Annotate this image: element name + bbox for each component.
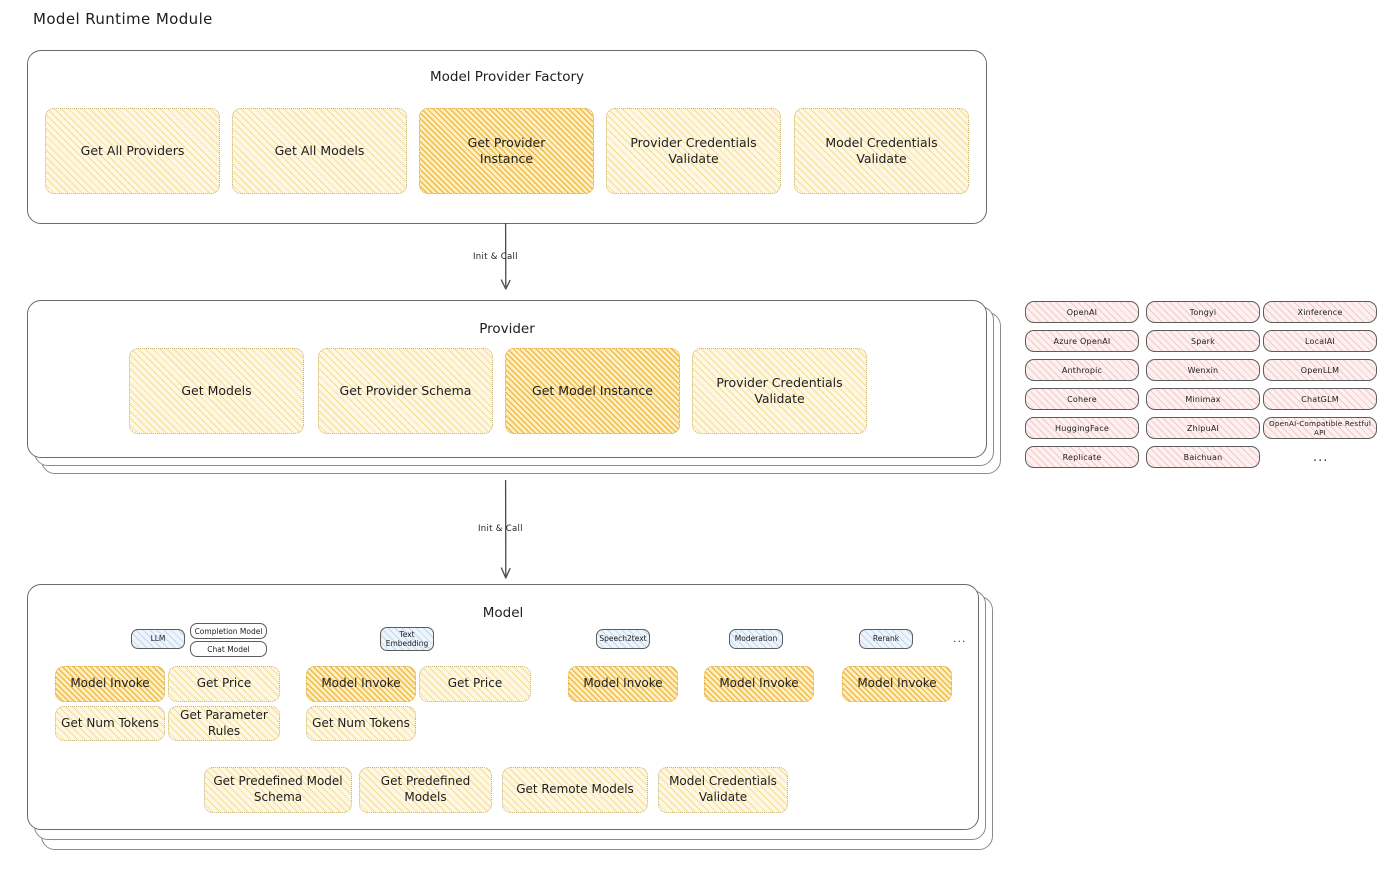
moderation-method-model-invoke[interactable]: Model Invoke (704, 666, 814, 702)
provider-pill-huggingface[interactable]: HuggingFace (1025, 417, 1139, 439)
model-subtype-pill-completion-model[interactable]: Completion Model (190, 623, 267, 639)
model-type-pill-text-embedding[interactable]: Text Embedding (380, 627, 434, 651)
provider-pill-cohere[interactable]: Cohere (1025, 388, 1139, 410)
text-embedding-method-model-invoke[interactable]: Model Invoke (306, 666, 416, 702)
model-title: Model (482, 605, 524, 621)
text-embedding-method-get-num-tokens[interactable]: Get Num Tokens (306, 706, 416, 741)
provider-box-get-provider-schema[interactable]: Get Provider Schema (318, 348, 493, 434)
factory-box-provider-credentials-validate[interactable]: Provider Credentials Validate (606, 108, 781, 194)
model-common-get-predefined-model-schema[interactable]: Get Predefined Model Schema (204, 767, 352, 813)
provider-list-more-ellipsis: ... (1313, 450, 1329, 465)
provider-pill-openllm[interactable]: OpenLLM (1263, 359, 1377, 381)
provider-pill-minimax[interactable]: Minimax (1146, 388, 1260, 410)
rerank-method-model-invoke[interactable]: Model Invoke (842, 666, 952, 702)
model-subtype-pill-chat-model[interactable]: Chat Model (190, 641, 267, 657)
factory-box-get-all-models[interactable]: Get All Models (232, 108, 407, 194)
provider-pill-xinference[interactable]: Xinference (1263, 301, 1377, 323)
llm-method-get-num-tokens[interactable]: Get Num Tokens (55, 706, 165, 741)
model-provider-factory-panel: Model Provider Factory Get All Providers… (27, 50, 987, 224)
model-type-pill-rerank[interactable]: Rerank (859, 629, 913, 649)
provider-pill-chatglm[interactable]: ChatGLM (1263, 388, 1377, 410)
provider-pill-zhipuai[interactable]: ZhipuAI (1146, 417, 1260, 439)
text-embedding-method-get-price[interactable]: Get Price (419, 666, 531, 702)
provider-pill-tongyi[interactable]: Tongyi (1146, 301, 1260, 323)
provider-pill-openai[interactable]: OpenAI (1025, 301, 1139, 323)
model-type-pill-moderation[interactable]: Moderation (729, 629, 783, 649)
provider-box-provider-credentials-validate[interactable]: Provider Credentials Validate (692, 348, 867, 434)
arrow-provider-to-model-label: Init & Call (478, 524, 523, 534)
provider-pill-baichuan[interactable]: Baichuan (1146, 446, 1260, 468)
factory-box-get-provider-instance[interactable]: Get Provider Instance (419, 108, 594, 194)
provider-pill-localai[interactable]: LocalAI (1263, 330, 1377, 352)
model-provider-factory-title: Model Provider Factory (429, 69, 584, 85)
model-panel: Model LLM Completion Model Chat Model Mo… (27, 584, 979, 830)
model-common-get-predefined-models[interactable]: Get Predefined Models (359, 767, 492, 813)
provider-box-get-models[interactable]: Get Models (129, 348, 304, 434)
llm-method-get-price[interactable]: Get Price (168, 666, 280, 702)
provider-title: Provider (479, 321, 535, 337)
provider-pill-azure-openai[interactable]: Azure OpenAI (1025, 330, 1139, 352)
llm-method-model-invoke[interactable]: Model Invoke (55, 666, 165, 702)
provider-pill-anthropic[interactable]: Anthropic (1025, 359, 1139, 381)
provider-pill-openai-compatible-restful-api[interactable]: OpenAI-Compatible Restful API (1263, 417, 1377, 439)
arrow-factory-to-provider-label: Init & Call (473, 252, 518, 262)
speech2text-method-model-invoke[interactable]: Model Invoke (568, 666, 678, 702)
model-common-model-credentials-validate[interactable]: Model Credentials Validate (658, 767, 788, 813)
factory-box-get-all-providers[interactable]: Get All Providers (45, 108, 220, 194)
factory-box-model-credentials-validate[interactable]: Model Credentials Validate (794, 108, 969, 194)
provider-panel: Provider Get Models Get Provider Schema … (27, 300, 987, 458)
model-type-pill-speech2text[interactable]: Speech2text (596, 629, 650, 649)
provider-box-get-model-instance[interactable]: Get Model Instance (505, 348, 680, 434)
page-title: Model Runtime Module (33, 10, 213, 28)
arrow-factory-to-provider (500, 222, 511, 290)
arrow-provider-to-model (500, 479, 511, 579)
model-type-pill-llm[interactable]: LLM (131, 629, 185, 649)
model-common-get-remote-models[interactable]: Get Remote Models (502, 767, 648, 813)
model-types-more-ellipsis: ... (953, 632, 967, 645)
llm-method-get-parameter-rules[interactable]: Get Parameter Rules (168, 706, 280, 741)
provider-pill-replicate[interactable]: Replicate (1025, 446, 1139, 468)
provider-pill-spark[interactable]: Spark (1146, 330, 1260, 352)
provider-pill-wenxin[interactable]: Wenxin (1146, 359, 1260, 381)
